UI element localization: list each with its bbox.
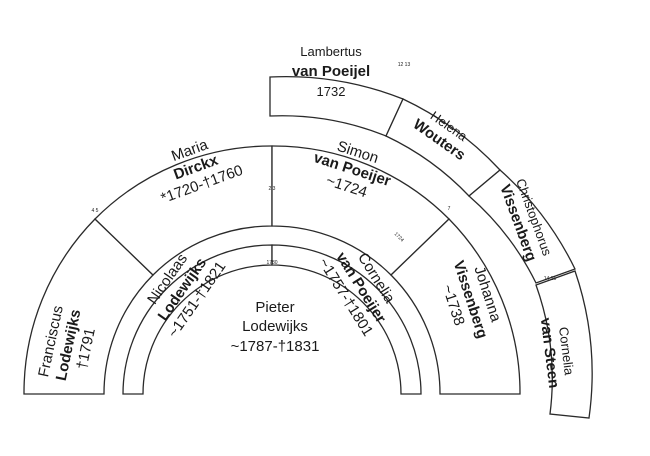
root-dates: ~1787-†1831	[231, 338, 320, 355]
great-grandparent-15-cell[interactable]	[535, 270, 593, 419]
paternal-grandfather-id-mark: 4 5	[92, 208, 99, 214]
mother-cell[interactable]	[271, 244, 422, 395]
great-grandparent-12-last-name: van Poeijel	[292, 63, 370, 80]
root-first-name: Pieter	[255, 299, 294, 316]
root-id-mark: 1780	[266, 260, 277, 266]
father-id-mark: 2 3	[269, 186, 276, 192]
great-grandparent-12-person[interactable]: 12 13 Lambertus van Poeijel 1732	[292, 44, 411, 99]
root-person[interactable]: Pieter Lodewijks ~1787-†1831 1780	[231, 260, 320, 355]
maternal-grandmother-cell[interactable]	[390, 218, 521, 395]
great-grandparent-14-cell[interactable]	[467, 169, 576, 284]
great-grandparent-12-dates: 1732	[317, 84, 346, 99]
maternal-grandmother-id-mark: 7	[448, 206, 451, 212]
great-grandparent-15-first-name: Cornelia	[556, 326, 577, 377]
root-last-name: Lodewijks	[242, 318, 308, 335]
great-grandparent-15-id-mark: 14 15	[544, 276, 557, 282]
great-grandparent-12-id-mark: 12 13	[398, 62, 411, 68]
great-grandparent-12-first-name: Lambertus	[300, 44, 362, 59]
